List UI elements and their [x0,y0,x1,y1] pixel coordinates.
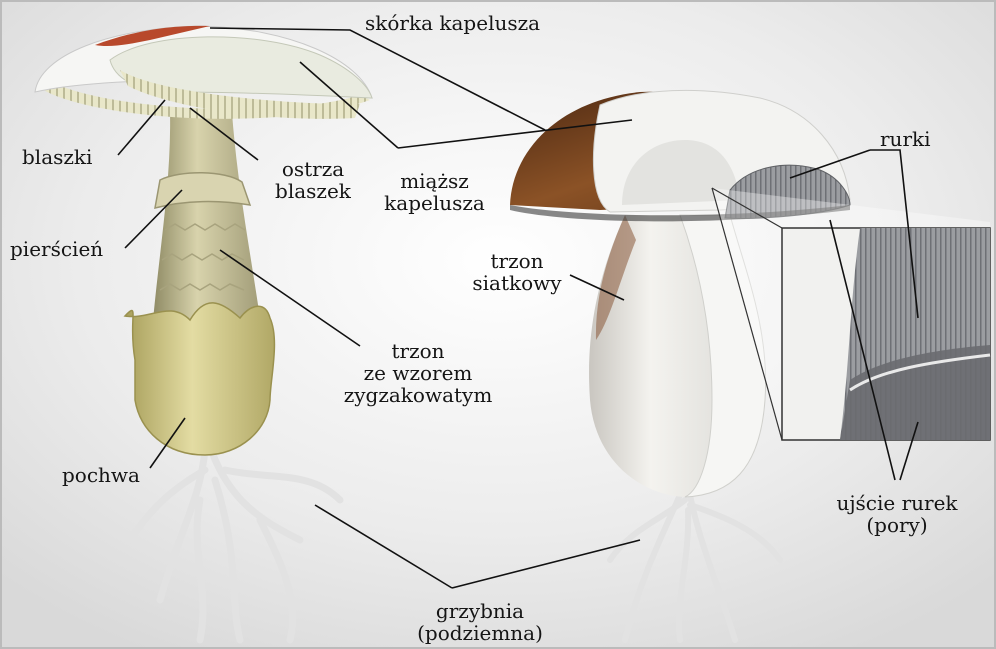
label-trzon-siatkowy-line1: trzon [462,250,572,272]
label-pierscien: pierścień [10,238,103,260]
label-pochwa: pochwa [62,464,140,486]
label-ujscie-line1: ujście rurek [808,492,986,514]
label-trzon-zygzak-line2: ze wzorem [308,362,528,384]
label-trzon-zygzak-line1: trzon [308,340,528,362]
label-trzon-siatkowy: trzon siatkowy [462,250,572,294]
label-miazsz-line2: kapelusza [372,192,497,214]
label-ostrza-line2: blaszek [258,180,368,202]
label-miazsz-kapelusza: miąższ kapelusza [372,170,497,214]
label-grzybnia-line1: grzybnia [390,600,570,622]
label-miazsz-line1: miąższ [372,170,497,192]
label-skorka-kapelusza: skórka kapelusza [365,12,540,34]
label-trzon-zygzak: trzon ze wzorem zygzakowatym [308,340,528,406]
label-ujscie-line2: (pory) [808,514,986,536]
label-trzon-siatkowy-line2: siatkowy [462,272,572,294]
label-grzybnia: grzybnia (podziemna) [390,600,570,644]
label-blaszki: blaszki [22,146,92,168]
label-ujscie-rurek: ujście rurek (pory) [808,492,986,536]
label-grzybnia-line2: (podziemna) [390,622,570,644]
label-trzon-zygzak-line3: zygzakowatym [308,384,528,406]
label-ostrza-line1: ostrza [258,158,368,180]
label-rurki: rurki [880,128,931,150]
label-ostrza-blaszek: ostrza blaszek [258,158,368,202]
